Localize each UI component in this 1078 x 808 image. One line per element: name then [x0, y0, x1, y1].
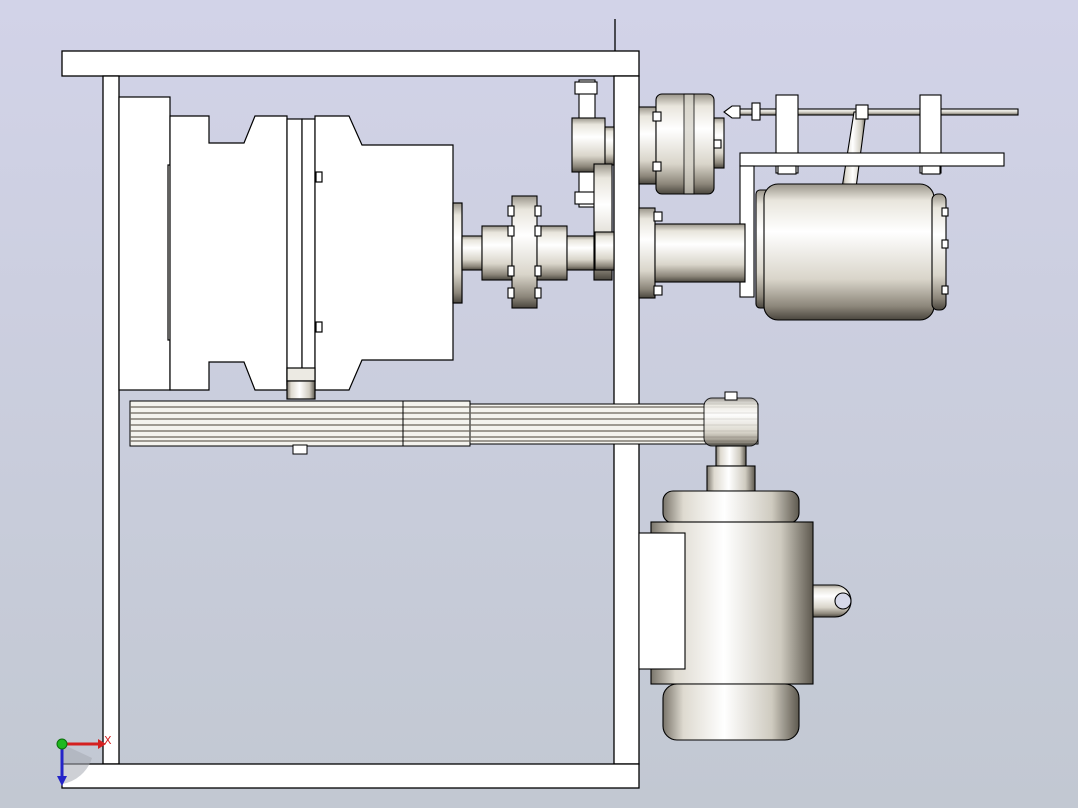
gearbox-bolt — [315, 321, 323, 333]
coupling-hub-right — [536, 225, 568, 281]
brake[interactable] — [638, 93, 725, 195]
coupling-flange — [511, 195, 538, 309]
coupling-shaft-left — [461, 235, 483, 271]
frame-left-column — [102, 75, 120, 765]
driven-pulley-nut — [292, 444, 308, 455]
coupling-disc-hub — [594, 231, 615, 271]
small-motor-end-bolts — [941, 207, 949, 295]
frame-top-beam — [61, 50, 640, 77]
x-axis-label: X — [104, 734, 112, 747]
coupling-bolts — [507, 205, 542, 299]
terminal-box — [638, 532, 686, 670]
small-motor[interactable] — [638, 183, 949, 321]
x-axis-head — [98, 739, 106, 749]
lifting-eye-hole — [834, 592, 852, 610]
small-motor-body — [763, 183, 935, 321]
triad-shadow — [62, 744, 92, 784]
sprocket-assembly[interactable] — [571, 79, 615, 281]
gearbox-housing-left — [169, 115, 288, 391]
gearbox-housing-right — [314, 115, 454, 391]
main-motor-shaft-boss — [706, 465, 756, 492]
flange-coupling[interactable] — [461, 195, 596, 309]
gearbox[interactable] — [118, 96, 463, 400]
z-axis-head — [57, 776, 67, 786]
support-nut — [777, 165, 797, 175]
lever-rod-collar — [751, 102, 761, 121]
main-motor-bottom-cap — [662, 683, 800, 741]
drive-pulley — [703, 397, 759, 447]
brake-bolts — [652, 111, 722, 172]
gearbox-split-plate-a — [286, 118, 303, 386]
lever-support-plate — [739, 152, 1005, 167]
gearbox-bolt — [315, 171, 323, 183]
coupling-hub-left — [481, 225, 513, 281]
y-axis-dot — [56, 738, 68, 750]
main-motor[interactable] — [638, 445, 852, 741]
gearbox-output-boss — [452, 202, 463, 304]
support-nut — [921, 165, 941, 175]
lever-mechanism[interactable] — [723, 94, 1019, 298]
sprocket-shaft — [604, 126, 615, 166]
frame-bottom-beam — [61, 763, 640, 789]
lever-link-pin — [855, 104, 869, 120]
gearbox-lower-block — [286, 367, 316, 382]
gearbox-split-plate-b — [301, 118, 316, 386]
small-motor-collar-bolts — [653, 211, 663, 296]
sprocket-tooth — [574, 81, 598, 95]
gearbox-pulley-shaft — [286, 380, 316, 400]
small-motor-collar — [638, 207, 656, 299]
main-motor-shaft — [715, 445, 747, 467]
drive-pulley-nut — [724, 391, 738, 401]
driven-pulley — [129, 400, 471, 447]
small-motor-rear-cap — [931, 193, 947, 311]
sprocket-hub — [571, 117, 606, 173]
coupling-shaft-right — [566, 235, 596, 271]
brake-drum-band — [683, 93, 695, 195]
small-motor-shaft — [654, 223, 746, 283]
main-motor-top-cap — [662, 490, 800, 524]
belt-grooves — [130, 406, 758, 442]
belt-drive[interactable] — [129, 391, 759, 455]
gearbox-mount-plate — [118, 96, 171, 391]
lever-rod-tip — [723, 105, 741, 119]
orientation-triad: X — [56, 734, 112, 786]
